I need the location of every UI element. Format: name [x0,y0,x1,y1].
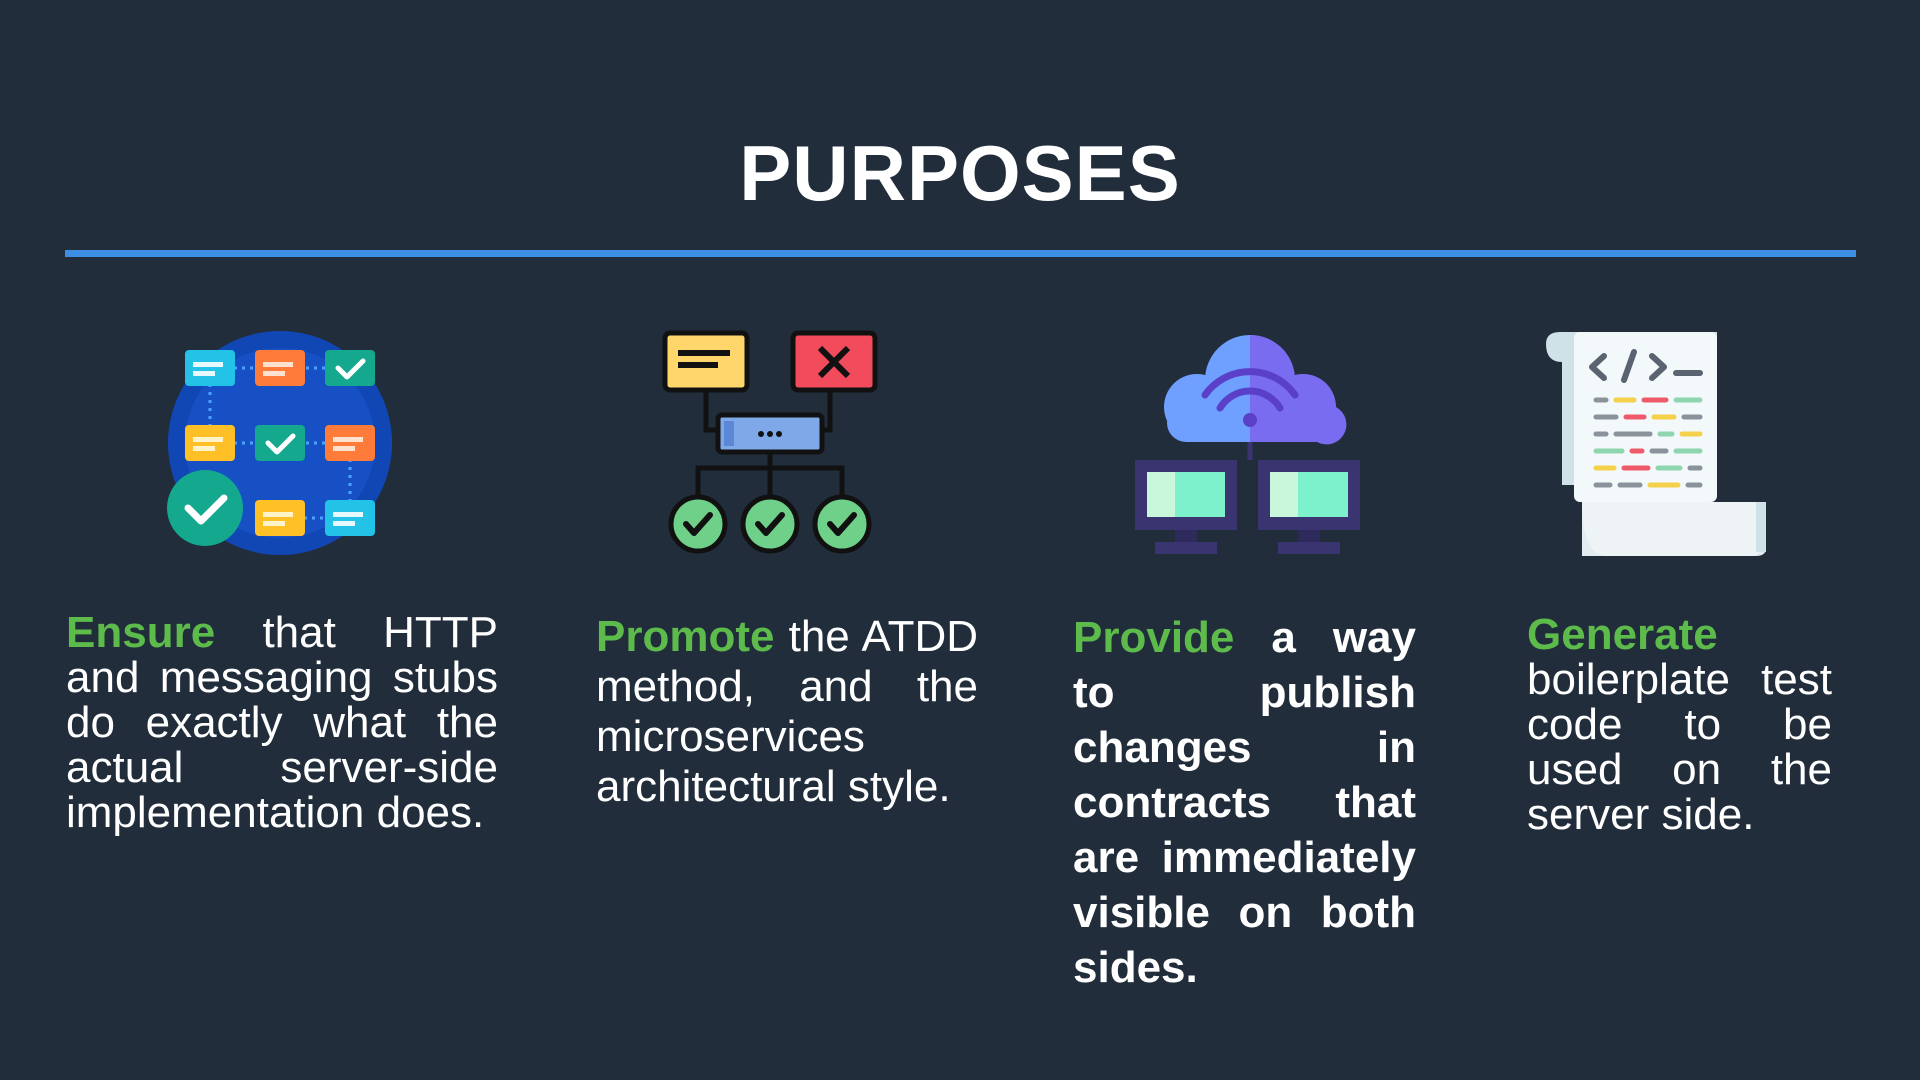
title-divider [65,250,1856,257]
decision-tree-icon [662,330,878,554]
purpose-4-text: Generate boilerplate test code to be use… [1527,612,1832,837]
workflow-board-icon [167,331,392,555]
purpose-1-body: that HTTP and messaging stubs do exactly… [66,608,498,837]
purpose-2-text: Promote the ATDD method, and the microse… [596,612,978,812]
purpose-3-keyword: Provide [1073,613,1235,662]
purpose-3-text: Provide a way to publish changes in cont… [1073,610,1416,995]
purpose-1-keyword: Ensure [66,608,216,657]
cloud-network-icon [1135,335,1360,554]
purpose-1-text: Ensure that HTTP and messaging stubs do … [66,610,498,835]
purpose-3-body: a way to publish changes in contracts th… [1073,613,1416,992]
purpose-4-keyword: Generate [1527,610,1718,659]
purpose-2-keyword: Promote [596,612,775,661]
code-scroll-icon [1546,332,1766,556]
page-title: PURPOSES [739,129,1181,217]
purpose-4-body: boilerplate test code to be used on the … [1527,655,1832,839]
purpose-2-body: the ATDD method, and the microservices a… [596,612,978,811]
